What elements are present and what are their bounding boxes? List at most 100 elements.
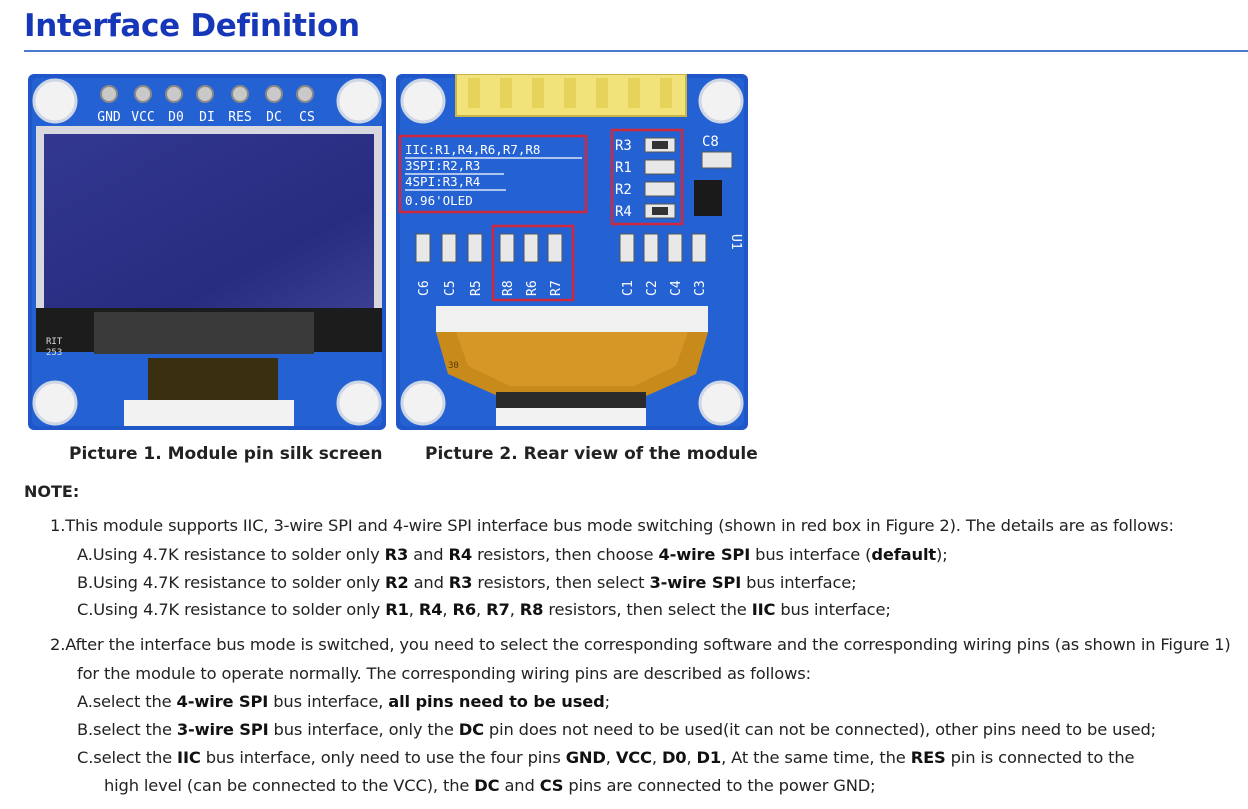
note-text: high level (can be connected to the VCC)… bbox=[104, 776, 475, 795]
note-line-n1: 1.This module supports IIC, 3-wire SPI a… bbox=[50, 516, 1174, 535]
label-c3: C3 bbox=[693, 280, 708, 296]
note-emphasis: R3 bbox=[384, 545, 409, 564]
note-line-n2b: B.select the 3-wire SPI bus interface, o… bbox=[77, 720, 1156, 739]
label-r5: R5 bbox=[469, 280, 484, 296]
resistor-highlight-box bbox=[610, 128, 684, 226]
mount-hole bbox=[336, 78, 382, 124]
pin-label-gnd: GND bbox=[97, 110, 121, 125]
note-text: , bbox=[509, 600, 520, 619]
mode-3spi: 3SPI:R2,R3 bbox=[405, 158, 480, 173]
note-line-n2: 2.After the interface bus mode is switch… bbox=[50, 635, 1231, 654]
mode-4spi: 4SPI:R3,R4 bbox=[405, 174, 480, 189]
note-text: 2.After the interface bus mode is switch… bbox=[50, 635, 1231, 654]
note-line-n2a: A.select the 4-wire SPI bus interface, a… bbox=[77, 692, 610, 711]
note-text: and bbox=[499, 776, 540, 795]
label-c6: C6 bbox=[417, 280, 432, 296]
note-line-n1c: C.Using 4.7K resistance to solder only R… bbox=[77, 600, 891, 619]
note-emphasis: 4-wire SPI bbox=[658, 545, 751, 564]
note-text: A.select the bbox=[77, 692, 177, 711]
note-text: bus interface; bbox=[775, 600, 891, 619]
pin-label-vcc: VCC bbox=[131, 110, 154, 125]
note-emphasis: R7 bbox=[486, 600, 510, 619]
note-text: A.Using 4.7K resistance to solder only bbox=[77, 545, 385, 564]
note-text: and bbox=[408, 545, 449, 564]
note-text: and bbox=[408, 573, 449, 592]
silk-code-1: RIT bbox=[46, 337, 63, 347]
note-emphasis: VCC bbox=[615, 748, 652, 767]
label-r6: R6 bbox=[525, 280, 540, 296]
note-text: pin does not need to be used(it can not … bbox=[483, 720, 1156, 739]
board-model: 0.96'OLED bbox=[405, 193, 473, 208]
mount-hole bbox=[400, 78, 446, 124]
note-emphasis: default bbox=[871, 545, 937, 564]
note-text: bus interface, only need to use the four… bbox=[200, 748, 566, 767]
note-emphasis: R4 bbox=[418, 600, 443, 619]
pin-label-res: RES bbox=[228, 110, 251, 125]
pin-label-cs: CS bbox=[299, 110, 315, 125]
label-c5: C5 bbox=[443, 280, 458, 296]
mode-iic: IIC:R1,R4,R6,R7,R8 bbox=[405, 142, 540, 157]
pin-marker: 30 bbox=[448, 361, 459, 371]
note-emphasis: R8 bbox=[519, 600, 544, 619]
label-r1: R1 bbox=[615, 160, 632, 176]
note-text: , bbox=[686, 748, 697, 767]
note-emphasis: all pins need to be used bbox=[388, 692, 605, 711]
note-text: bus interface, only the bbox=[268, 720, 459, 739]
note-emphasis: RES bbox=[910, 748, 946, 767]
note-text: for the module to operate normally. The … bbox=[77, 664, 811, 683]
note-emphasis: R4 bbox=[448, 545, 473, 564]
note-emphasis: GND bbox=[565, 748, 606, 767]
note-text: pins are connected to the power GND; bbox=[563, 776, 876, 795]
note-emphasis: 3-wire SPI bbox=[176, 720, 269, 739]
label-r8: R8 bbox=[501, 280, 516, 296]
note-emphasis: R3 bbox=[448, 573, 473, 592]
note-emphasis: DC bbox=[458, 720, 484, 739]
label-r3: R3 bbox=[615, 138, 632, 154]
note-text: C.select the bbox=[77, 748, 178, 767]
note-text: , bbox=[442, 600, 453, 619]
chip-u1 bbox=[694, 180, 722, 216]
note-emphasis: CS bbox=[539, 776, 564, 795]
label-r7: R7 bbox=[549, 280, 564, 296]
note-text: ; bbox=[604, 692, 611, 711]
pin-label-d0: D0 bbox=[168, 110, 184, 125]
title-divider bbox=[24, 50, 1248, 52]
note-emphasis: R6 bbox=[452, 600, 477, 619]
module-front-image: GND VCC D0 DI RES DC CS RIT 253 bbox=[28, 74, 386, 430]
label-c4: C4 bbox=[669, 280, 684, 296]
note-text: , bbox=[476, 600, 487, 619]
note-line-n2c: C.select the IIC bus interface, only nee… bbox=[77, 748, 1135, 767]
silk-code-2: 253 bbox=[46, 348, 62, 358]
note-emphasis: IIC bbox=[177, 748, 201, 767]
note-heading: NOTE: bbox=[24, 482, 80, 501]
note-text: resistors, then select the bbox=[543, 600, 752, 619]
note-line-n1b: B.Using 4.7K resistance to solder only R… bbox=[77, 573, 857, 592]
pin-label-dc: DC bbox=[266, 110, 282, 125]
note-text: pin is connected to the bbox=[945, 748, 1135, 767]
mount-hole bbox=[32, 78, 78, 124]
note-text: bus interface, bbox=[268, 692, 389, 711]
pin-pads bbox=[100, 85, 314, 103]
mount-hole bbox=[698, 380, 744, 426]
note-text: , bbox=[651, 748, 662, 767]
mode-highlight-box bbox=[398, 134, 588, 214]
mount-hole bbox=[336, 380, 382, 426]
note-text: B.Using 4.7K resistance to solder only bbox=[77, 573, 385, 592]
note-text: C.Using 4.7K resistance to solder only bbox=[77, 600, 386, 619]
label-c2: C2 bbox=[645, 280, 660, 296]
flex-connector bbox=[436, 306, 708, 426]
note-text: ); bbox=[936, 545, 948, 564]
note-line-n1a: A.Using 4.7K resistance to solder only R… bbox=[77, 545, 948, 564]
label-c1: C1 bbox=[621, 280, 636, 296]
note-line-n2x: for the module to operate normally. The … bbox=[77, 664, 811, 683]
figure-caption-2: Picture 2. Rear view of the module bbox=[425, 444, 758, 464]
pin-label-di: DI bbox=[199, 110, 215, 125]
note-text: resistors, then choose bbox=[472, 545, 659, 564]
note-emphasis: 4-wire SPI bbox=[176, 692, 269, 711]
figure-caption-1: Picture 1. Module pin silk screen bbox=[69, 444, 383, 464]
mount-hole bbox=[32, 380, 78, 426]
label-r4: R4 bbox=[615, 204, 632, 220]
note-text: bus interface ( bbox=[750, 545, 872, 564]
note-text: 1.This module supports IIC, 3-wire SPI a… bbox=[50, 516, 1174, 535]
note-text: , At the same time, the bbox=[721, 748, 911, 767]
